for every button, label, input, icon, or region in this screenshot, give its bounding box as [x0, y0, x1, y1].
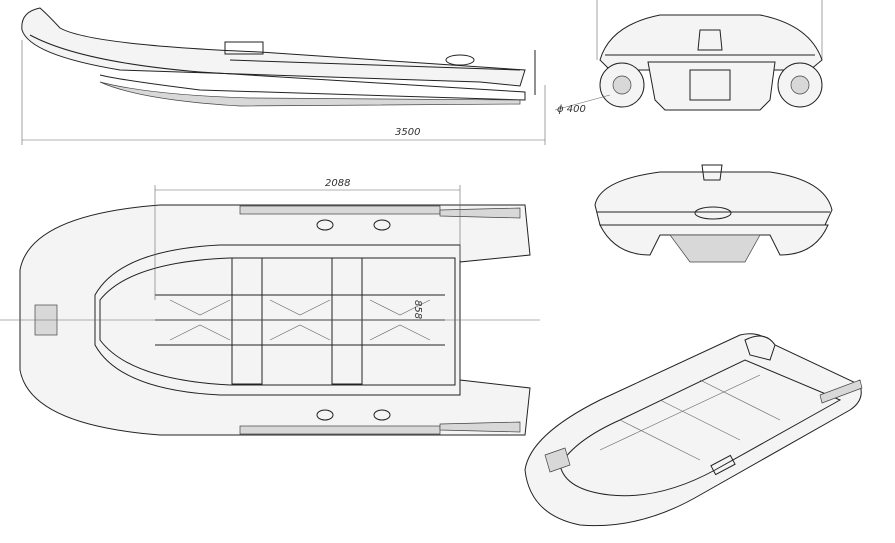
tube-diameter-label: ϕ 400	[557, 104, 586, 115]
floor-width-label: 858	[412, 300, 423, 319]
seat-2	[331, 257, 363, 385]
overall-length-label: 3500	[395, 127, 420, 138]
isometric-view	[524, 333, 863, 527]
plan-view: 2088 858	[0, 178, 540, 436]
seat-1	[231, 257, 263, 385]
floor-length-label: 2088	[325, 178, 350, 189]
rear-view	[594, 164, 833, 263]
front-view: ϕ 400	[554, 0, 823, 115]
side-view: 3500	[21, 7, 546, 145]
brand-plate	[224, 41, 264, 55]
